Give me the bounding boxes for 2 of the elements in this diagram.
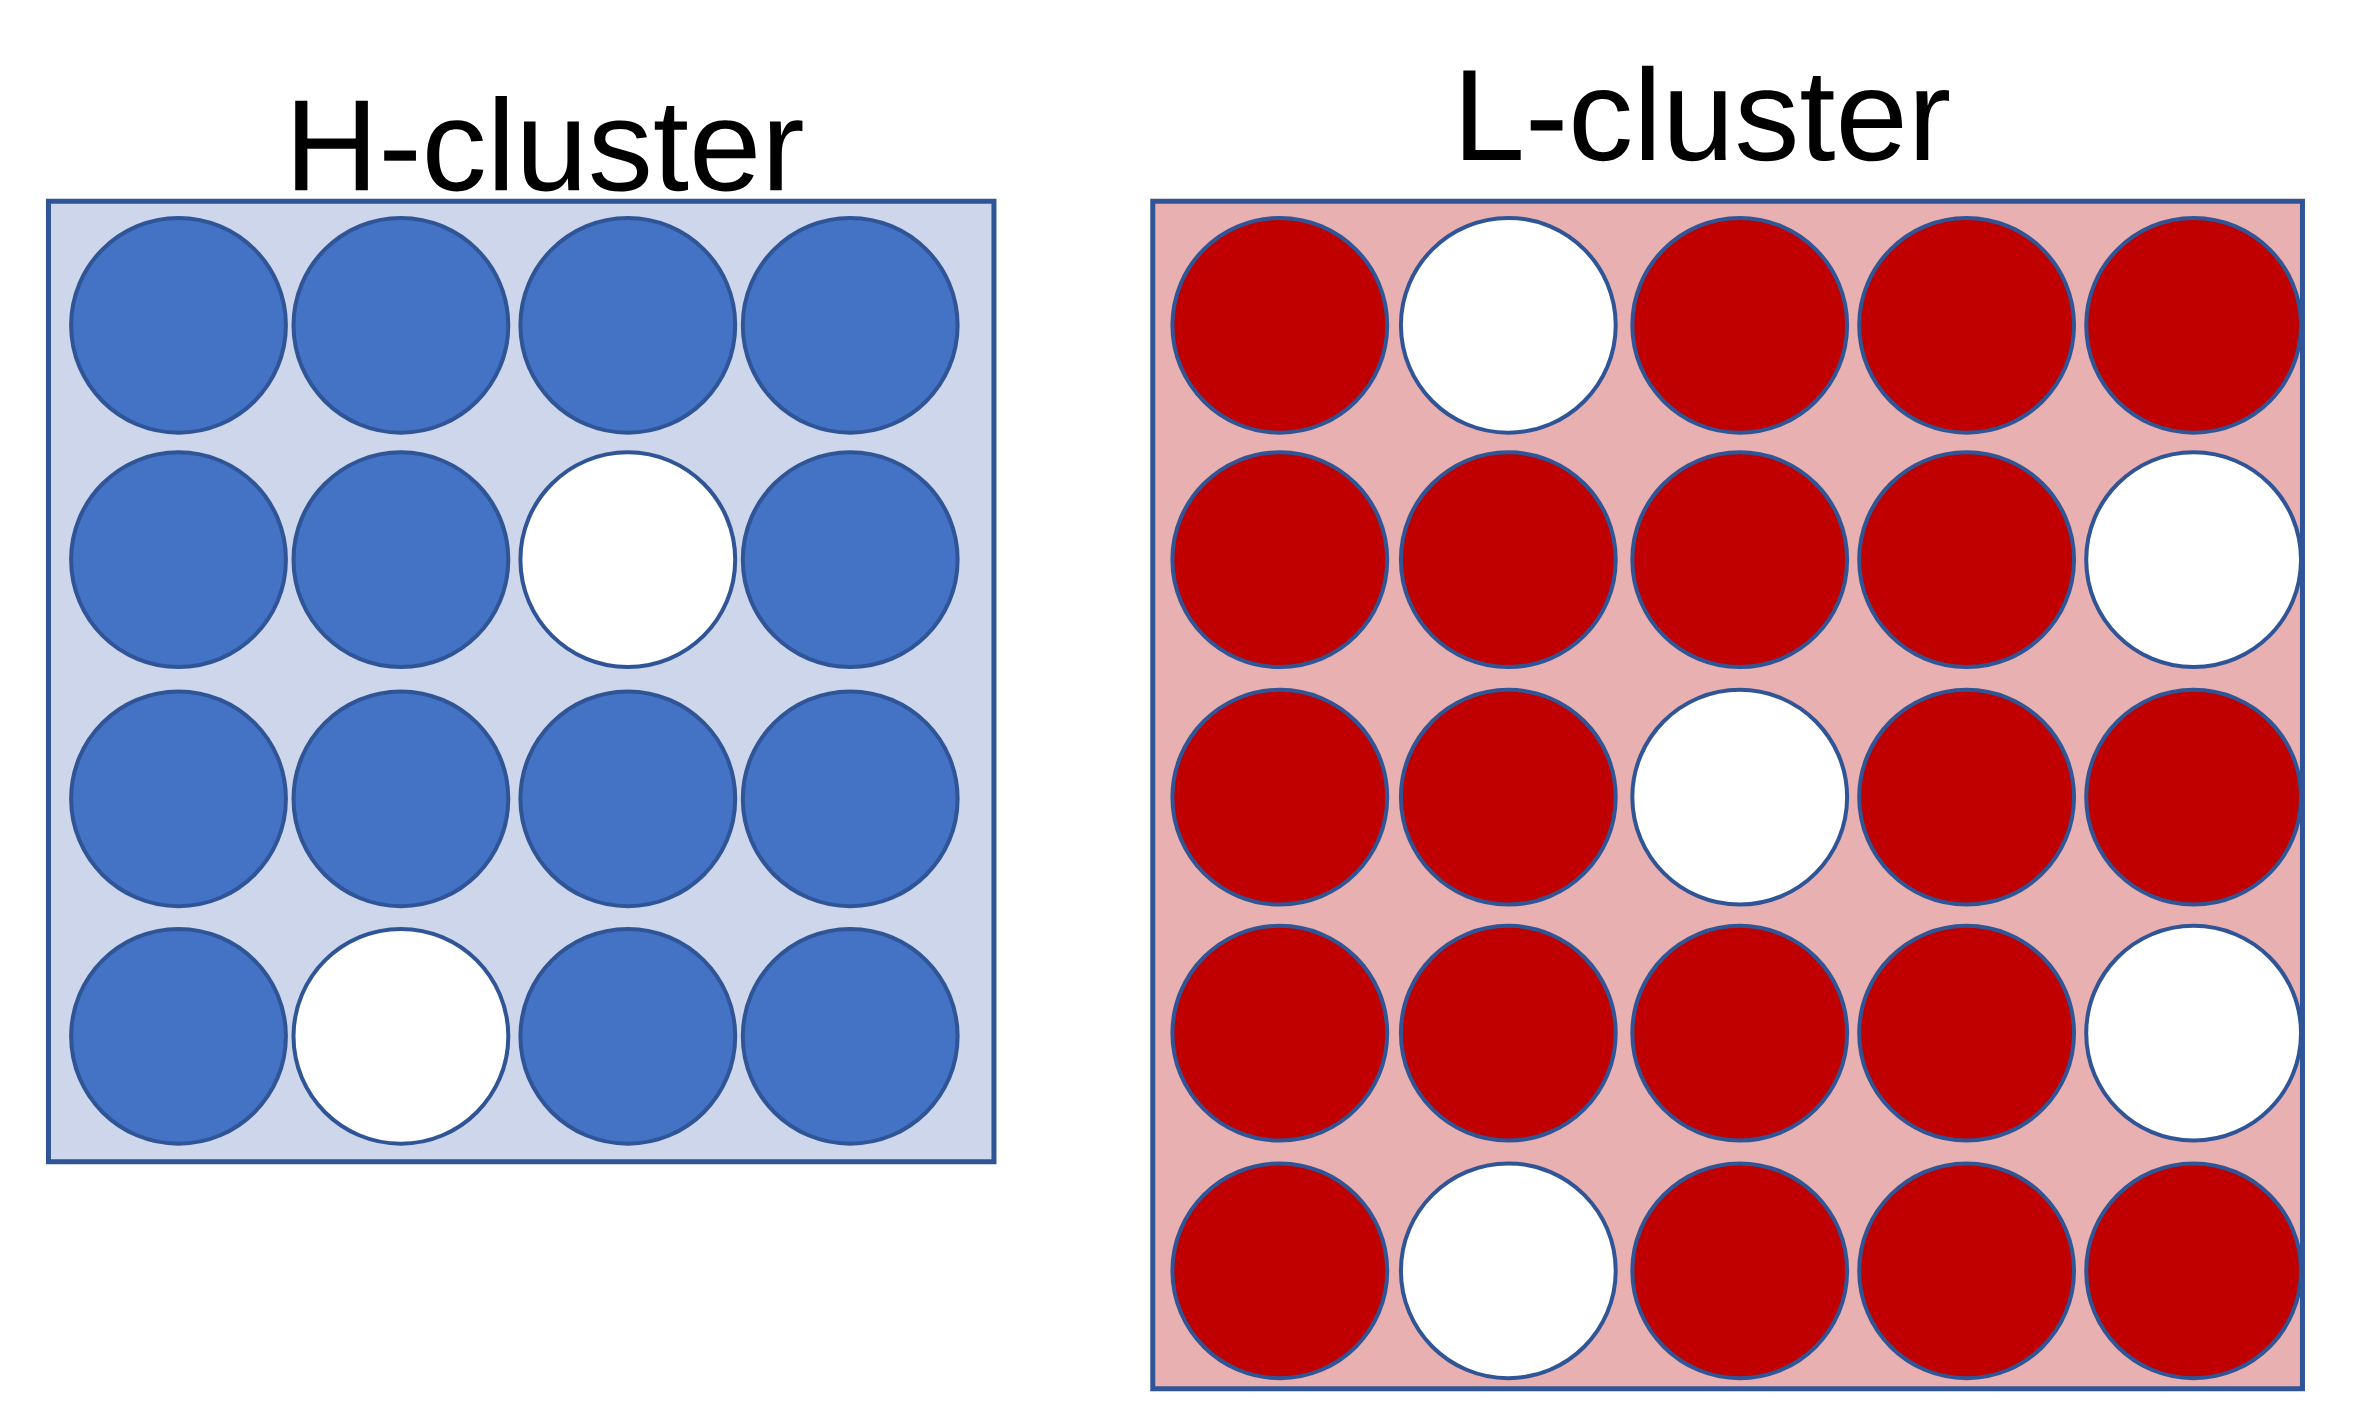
cluster-title: H-cluster: [295, 95, 803, 192]
cluster-title: L-cluster: [1463, 65, 1949, 162]
